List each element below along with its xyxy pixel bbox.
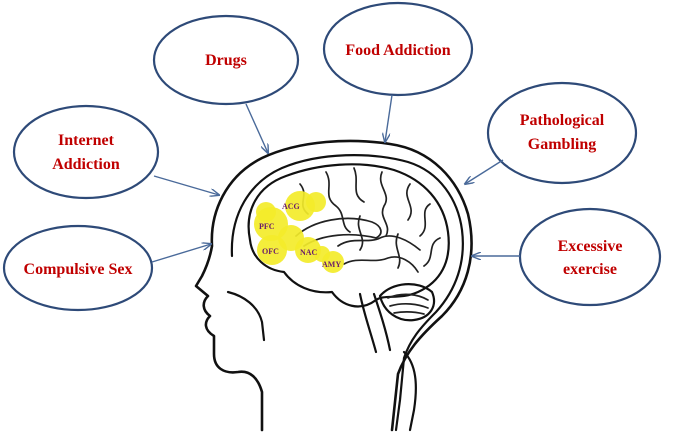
region-label-amy: AMY [322,260,341,269]
arrow-drugs [245,103,268,153]
node-pathological-gambling: Pathological Gambling [486,81,638,185]
node-food-oval [322,1,474,97]
brain-outline [247,163,450,308]
region-label-ofc: OFC [262,247,279,256]
node-exercise-label-2: exercise [563,261,617,278]
arrow-gambling [465,159,504,184]
node-food-addiction: Food Addiction [322,1,474,97]
region-labels: ACG PFC OFC NAC AMY [259,202,341,269]
node-drugs-oval [152,14,300,106]
reward-circuit-highlight [254,191,344,273]
pfc-highlight-2 [256,202,276,222]
node-exercise-label-1: Excessive [558,238,623,255]
node-gambling-label-2: Gambling [528,136,596,153]
node-internet-oval [12,104,160,200]
head-outline [194,139,473,432]
amy-highlight-2 [314,246,330,262]
node-food-label: Food Addiction [345,42,450,59]
cerebellum-folds [387,293,429,315]
node-gambling-oval [486,81,638,185]
head-illustration [194,139,473,432]
node-exercise-oval [518,207,662,307]
neck-back [402,350,417,432]
brainstem [358,292,392,354]
node-internet-addiction: Internet Addiction [12,104,160,200]
arrow-food [385,94,393,142]
node-drugs: Drugs [152,14,300,106]
connector-arrows [151,94,520,263]
region-label-nac: NAC [300,248,318,257]
node-internet-label-1: Internet [58,132,115,149]
node-sex-oval [2,224,154,312]
node-excessive-exercise: Excessive exercise [518,207,662,307]
arrow-sex [151,244,211,263]
ear-line [226,290,266,342]
node-drugs-label: Drugs [205,52,247,69]
corpus-callosum [295,217,382,247]
node-compulsive-sex: Compulsive Sex [2,224,154,312]
region-label-acg: ACG [282,202,300,211]
arrow-internet [153,175,219,195]
region-label-pfc: PFC [259,222,275,231]
cerebellum [378,283,436,322]
acg-highlight-2 [306,192,326,212]
skull-inner-line [230,154,464,432]
node-gambling-label-1: Pathological [520,112,605,129]
node-internet-label-2: Addiction [52,156,120,173]
gyri-lower [337,215,421,273]
node-sex-label: Compulsive Sex [24,261,133,278]
